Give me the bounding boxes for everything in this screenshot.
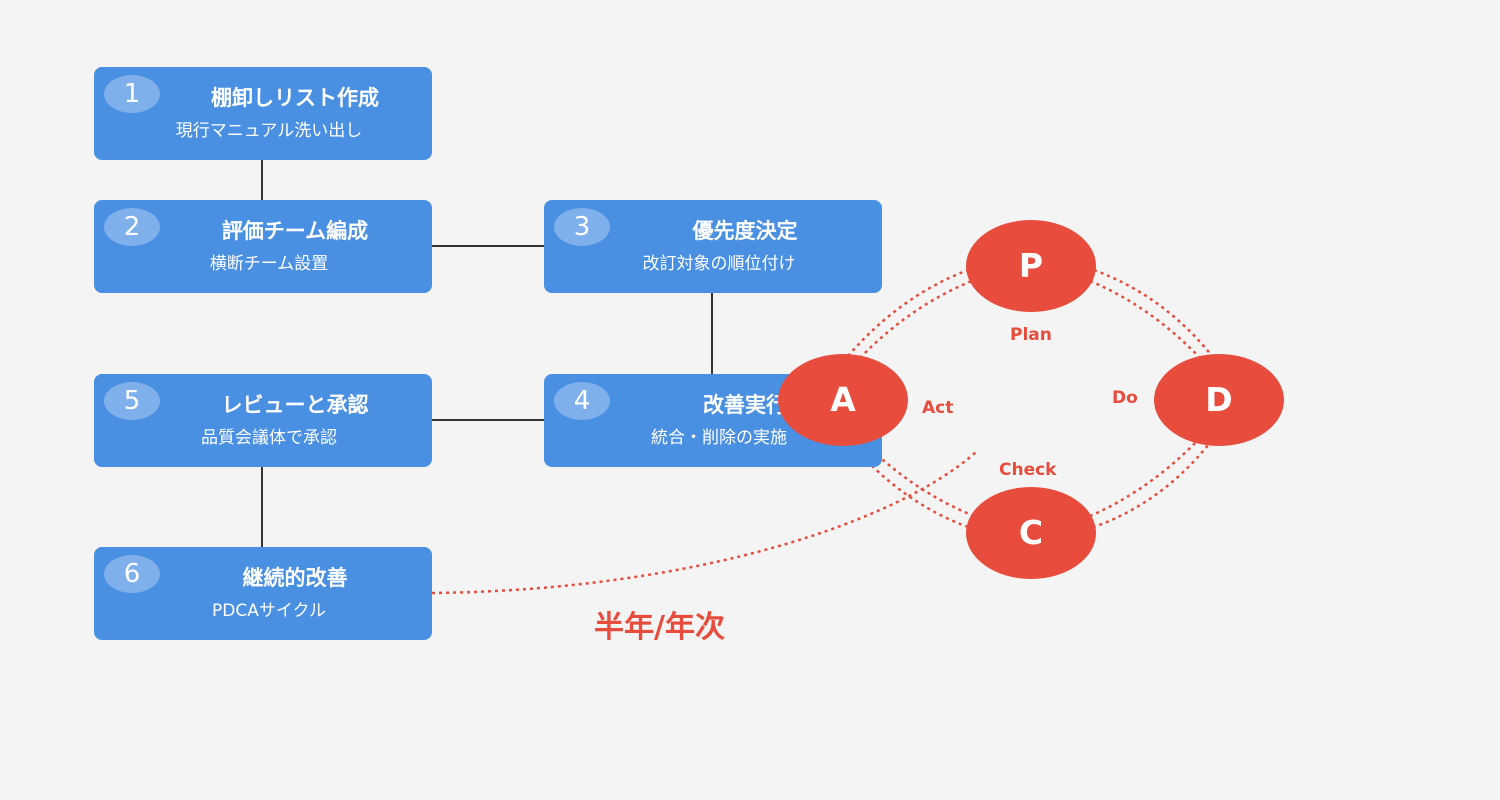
cycle-frequency-label: 半年/年次: [594, 610, 725, 645]
pdca-label-act: Act: [922, 398, 954, 418]
pdca-arc-d-c-inner: [1089, 437, 1201, 518]
step-number-badge: 4: [554, 382, 610, 420]
pdca-node-plan: P: [966, 220, 1096, 312]
step-number-badge: 2: [104, 208, 160, 246]
pdca-arc-d-c-outer: [1093, 439, 1213, 529]
step-number-badge: 6: [104, 555, 160, 593]
step-subtitle: 品質会議体で承認: [201, 428, 337, 448]
pdca-link-line: [431, 451, 977, 595]
step-title: 棚卸しリスト作成: [211, 86, 379, 110]
step-subtitle: PDCAサイクル: [212, 601, 326, 621]
pdca-arc-c-a-inner: [859, 437, 975, 518]
step-box-1: 1 棚卸しリスト作成 現行マニュアル洗い出し: [94, 67, 432, 160]
step-title: 継続的改善: [242, 566, 348, 590]
step-title: 改善実行: [703, 393, 787, 417]
pdca-arc-a-p-inner: [859, 278, 975, 359]
step-subtitle: 改訂対象の順位付け: [642, 254, 796, 274]
step-subtitle: 統合・削除の実施: [651, 428, 787, 448]
pdca-label-do: Do: [1112, 388, 1138, 408]
pdca-label-check: Check: [999, 460, 1057, 480]
pdca-arc-c-a-outer: [847, 439, 969, 529]
pdca-arc-p-d-outer: [1093, 268, 1213, 357]
step-subtitle: 横断チーム設置: [209, 254, 329, 274]
pdca-node-act: A: [778, 354, 908, 446]
step-number-badge: 1: [104, 75, 160, 113]
step-number-badge: 5: [104, 382, 160, 420]
pdca-label-plan: Plan: [1010, 325, 1052, 345]
step-box-6: 6 継続的改善 PDCAサイクル: [94, 547, 432, 640]
step-title: 優先度決定: [692, 219, 798, 243]
pdca-node-check: C: [966, 487, 1096, 579]
step-box-5: 5 レビューと承認 品質会議体で承認: [94, 374, 432, 467]
step-box-3: 3 優先度決定 改訂対象の順位付け: [544, 200, 882, 293]
step-box-2: 2 評価チーム編成 横断チーム設置: [94, 200, 432, 293]
pdca-node-do: D: [1154, 354, 1284, 446]
step-title: 評価チーム編成: [221, 219, 369, 243]
step-subtitle: 現行マニュアル洗い出し: [175, 121, 363, 141]
step-title: レビューと承認: [221, 393, 369, 417]
pdca-arc-p-d-inner: [1089, 279, 1201, 359]
step-number-badge: 3: [554, 208, 610, 246]
